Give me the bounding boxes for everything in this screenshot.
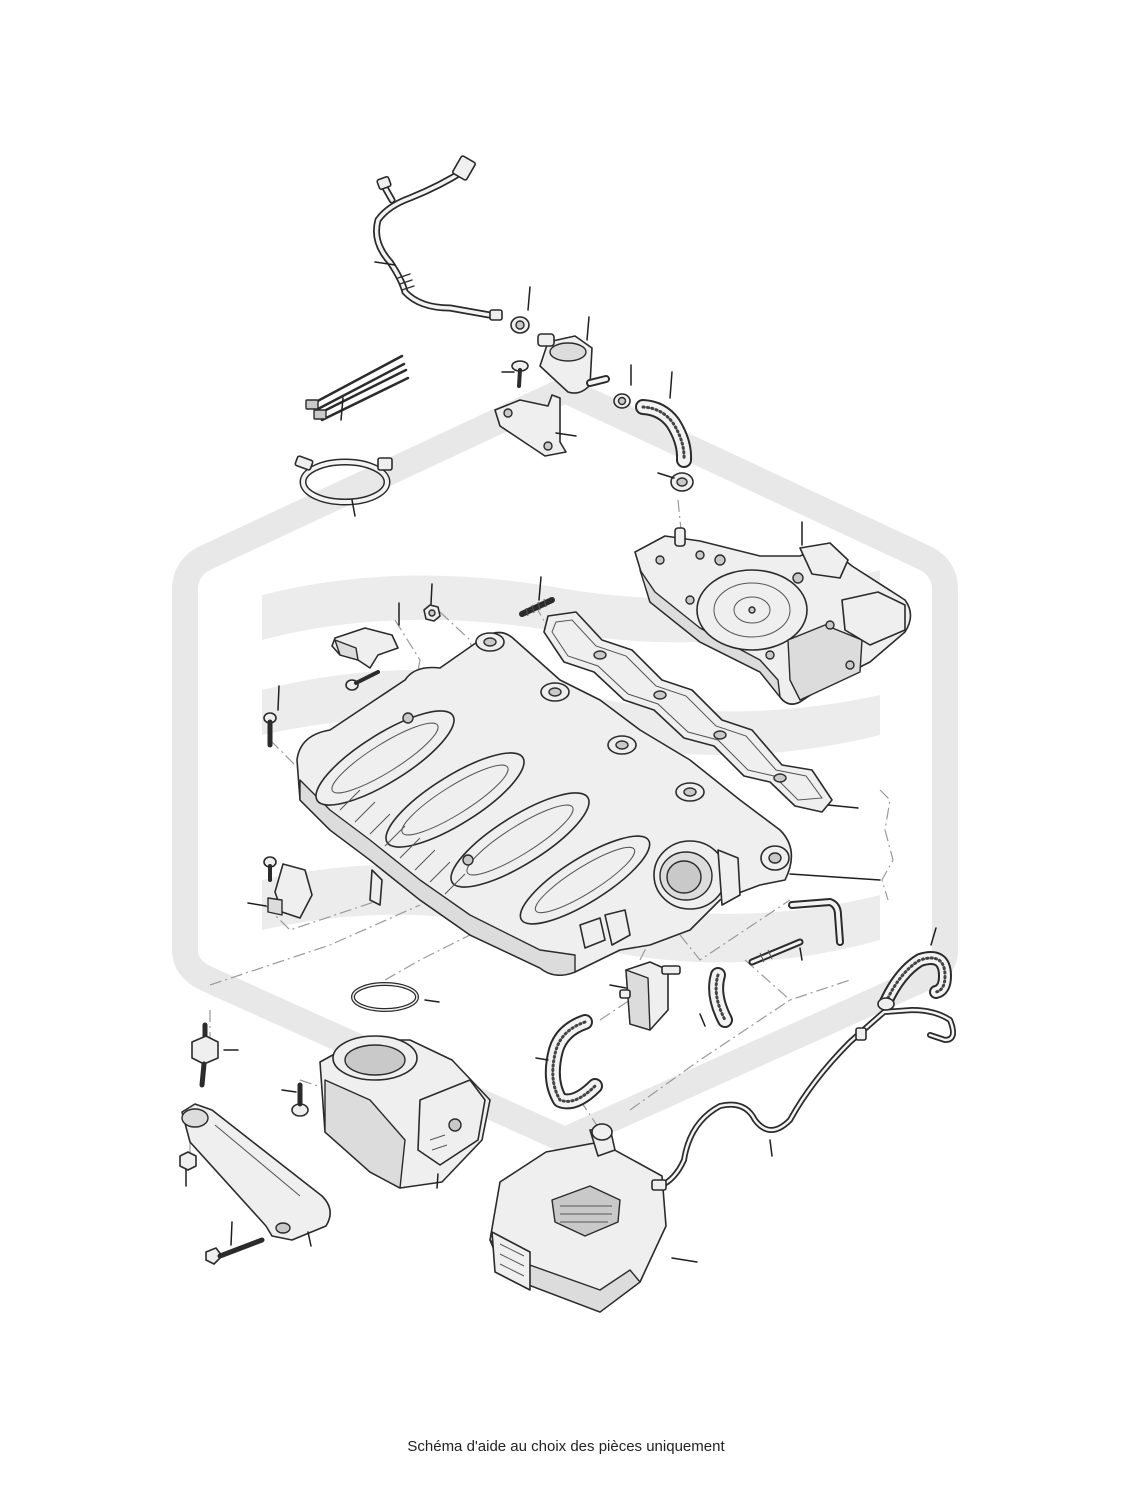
bolt-sensor-upper [345,670,380,691]
vacuum-hose-fitting [748,938,804,966]
intake-gasket [543,611,833,813]
oil-separator-cover [634,527,912,705]
caption: Schéma d'aide au choix des pièces unique… [407,1438,725,1455]
intake-manifold [296,631,793,976]
breather-hose-upper [635,399,693,468]
throttle-o-ring [351,982,419,1012]
solenoid-valve [619,961,681,1031]
hose-clamp-small [510,316,530,334]
bolt-sensor-left [263,856,277,882]
air-filter-box [489,1123,667,1313]
manifold-throttle-flange [653,840,741,910]
band-clamp [294,455,393,506]
throttle-body [319,1035,491,1189]
bolt-bracket [205,1237,265,1265]
sensor-upper [331,627,399,669]
valve-bracket [494,394,567,457]
stud-bracket [191,1022,219,1088]
wiring-harness [373,155,503,321]
sensor-left [267,863,313,919]
hose-clamp-upper [613,393,631,409]
stud-upper [519,597,555,617]
stud-left [263,712,277,748]
hose-clamp-lower [670,472,694,492]
vacuum-hose-small [788,898,844,946]
cable-ties [305,354,410,422]
purge-valve [537,333,610,394]
nut-bracket [179,1151,197,1171]
breather-hose-right [877,951,952,1011]
vacuum-line-long [651,1007,957,1191]
breather-hose-lower [544,1014,603,1110]
leader-lines [185,261,937,1263]
nut-upper [423,604,441,622]
bolt-throttle [291,1082,309,1117]
breather-hose-short [708,967,733,1028]
bolt-valve [511,360,529,388]
support-bracket [181,1103,331,1241]
